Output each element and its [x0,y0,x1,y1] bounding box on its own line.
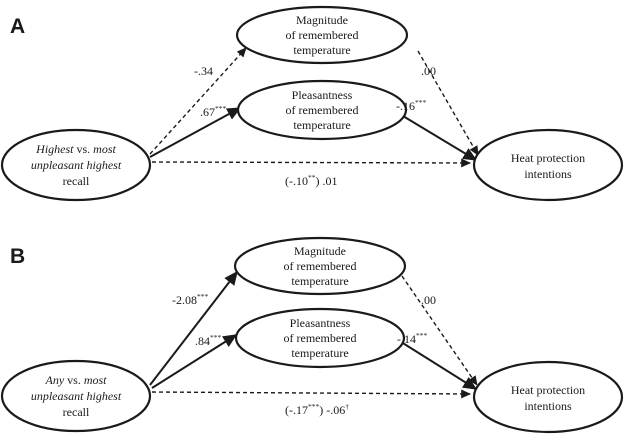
panel-b-path-a2 [151,334,238,389]
panel-b-predictor: Any vs. most unpleasant highest recall [0,359,152,433]
panel-a-path-c [151,158,471,168]
panel-a-predictor-line1: Highest vs. most [35,142,116,156]
panel-b: B Magnitude of remembered temperature Pl… [0,236,624,434]
panel-b-path-c [151,389,471,399]
panel-a-mediator-pleasantness: Pleasantness of remembered temperature [236,79,408,141]
panel-a: A Magnitude of remembered temperature Pl… [0,5,624,202]
panel-a-mediator1-line1: Magnitude [296,13,348,27]
panel-a-path-b1 [417,50,479,156]
panel-b-coef-a2: .84*** [195,333,222,348]
panel-b-coef-a1: -2.08*** [172,292,209,307]
panel-b-mediator1-line1: Magnitude [294,244,346,258]
panel-b-mediator2-line2: of remembered [284,331,357,345]
panel-a-mediator2-line1: Pleasantness [292,88,353,102]
panel-a-predictor-line3: recall [63,174,90,188]
panel-a-path-a2 [149,107,242,158]
panel-a-outcome-line2: intentions [524,167,572,181]
panel-b-path-b1 [401,275,478,386]
panel-a-coef-c: (-.10**) .01 [285,173,338,188]
panel-b-mediator2-line1: Pleasantness [290,316,351,330]
panel-b-mediator2-line3: temperature [291,346,348,360]
panel-b-coef-b2: -.14*** [397,331,428,346]
panel-b-outcome: Heat protection intentions [472,360,624,434]
panel-a-coef-a1: -.34 [194,64,213,78]
panel-b-coef-c: (-.17***) -.06† [285,402,349,417]
panel-a-mediator-magnitude: Magnitude of remembered temperature [235,5,409,65]
panel-a-path-a1 [149,47,247,155]
panel-a-path-b2 [397,112,478,161]
panel-a-outcome: Heat protection intentions [472,128,624,202]
panel-b-mediator-magnitude: Magnitude of remembered temperature [233,236,407,296]
panel-b-letter: B [10,245,25,268]
panel-a-mediator1-line2: of remembered [286,28,359,42]
panel-a-mediator1-line3: temperature [293,43,350,57]
panel-a-letter: A [10,15,25,38]
panel-a-mediator2-line3: temperature [293,118,350,132]
panel-b-path-a1 [149,270,238,386]
panel-b-predictor-line1: Any vs. most [45,373,108,387]
panel-b-predictor-line2: unpleasant highest [31,389,122,403]
panel-b-outcome-line1: Heat protection [511,383,585,397]
panel-b-mediator1-line3: temperature [291,274,348,288]
panel-a-coef-b2: -.16*** [396,98,427,113]
panel-b-path-b2 [397,339,478,390]
panel-a-outcome-line1: Heat protection [511,151,585,165]
panel-b-mediator1-line2: of remembered [284,259,357,273]
panel-a-coef-a2: .67*** [200,104,227,119]
panel-a-predictor-line2: unpleasant highest [31,158,122,172]
panel-b-predictor-line3: recall [63,405,90,419]
panel-b-outcome-line2: intentions [524,399,572,413]
panel-b-mediator-pleasantness: Pleasantness of remembered temperature [234,307,406,369]
panel-a-coef-b1: .00 [421,64,436,78]
panel-a-predictor: Highest vs. most unpleasant highest reca… [0,128,152,202]
panel-a-mediator2-line2: of remembered [286,103,359,117]
panel-b-coef-b1: .00 [421,293,436,307]
